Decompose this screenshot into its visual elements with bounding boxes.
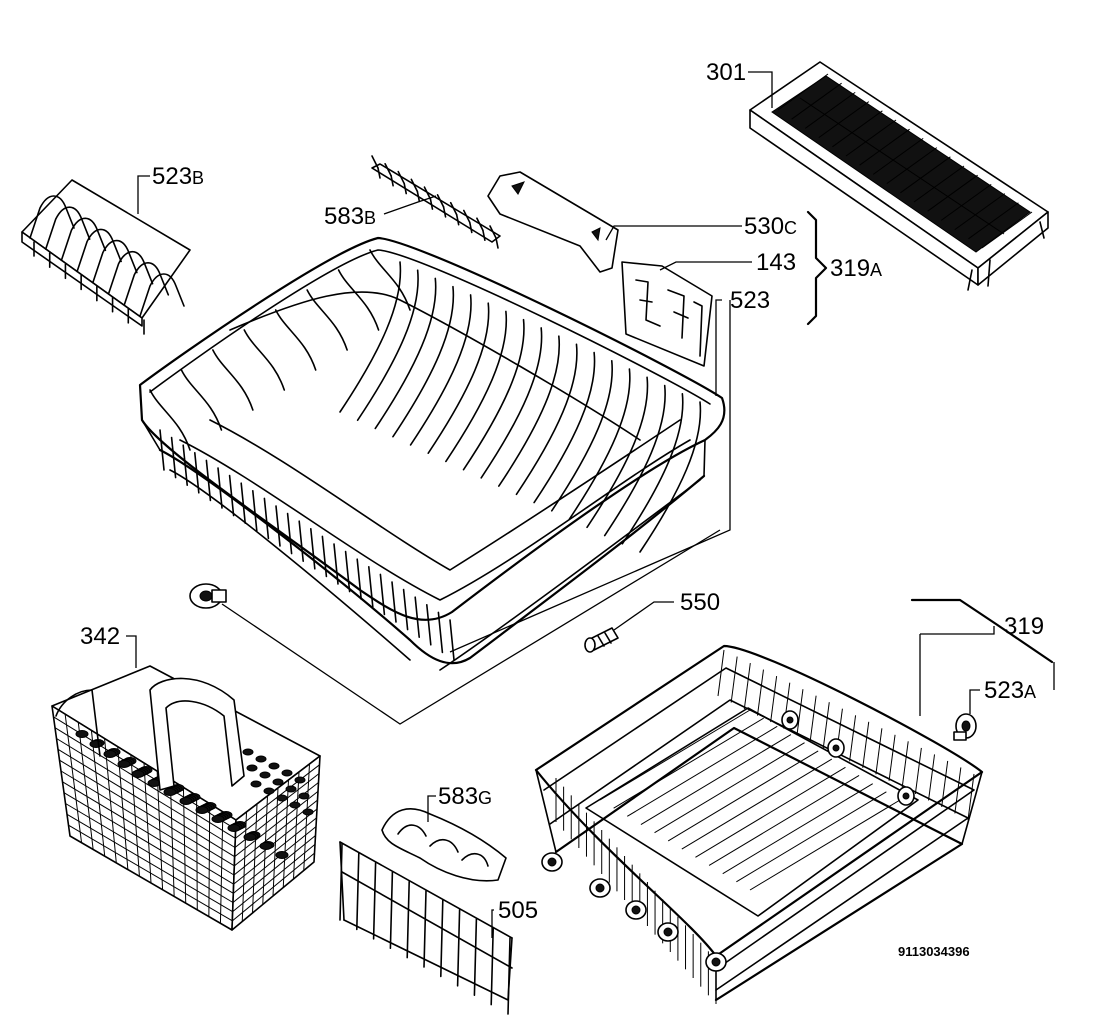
lower-basket [534, 644, 984, 1004]
part-523b-clip-rack [21, 179, 191, 335]
callout-319: 319 [1004, 613, 1044, 640]
callout-550: 550 [680, 589, 720, 616]
callout-583g: 583G [438, 783, 492, 810]
callout-143: 143 [756, 249, 796, 276]
part-583b-tine-strip [371, 155, 501, 249]
part-143-bracket [621, 261, 713, 367]
callout-505: 505 [498, 897, 538, 924]
part-583g-clip [381, 808, 507, 882]
callout-523b: 523B [152, 163, 204, 190]
upper-basket [138, 236, 726, 671]
callout-530c: 530C [744, 213, 797, 240]
part-301-cutlery-tray [749, 61, 1049, 291]
part-523a-roller [953, 713, 977, 741]
leader-lines [126, 71, 1055, 938]
part-550-pin [584, 627, 619, 653]
part-342-cutlery-basket [51, 665, 321, 931]
roller-wheel-part [189, 583, 227, 609]
callout-labels: 301 523B 583B 530C 143 319A 523 550 342 … [80, 59, 1044, 959]
drawing-code: 9113034396 [898, 944, 970, 959]
callout-583b: 583B [324, 203, 376, 230]
callout-301: 301 [706, 59, 746, 86]
callout-523: 523 [730, 287, 770, 314]
callout-342: 342 [80, 623, 120, 650]
callout-319a: 319A [830, 255, 882, 282]
part-530c-handle [487, 171, 619, 273]
callout-523a: 523A [984, 677, 1036, 704]
part-505-wire-rack [339, 841, 513, 1015]
